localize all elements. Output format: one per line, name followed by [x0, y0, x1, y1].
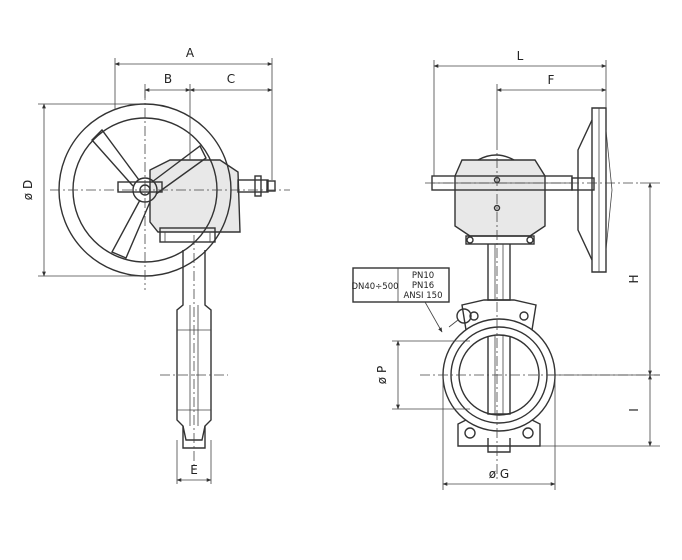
dimension-i: I: [540, 374, 660, 447]
dimension-p: ø P: [375, 340, 470, 410]
dimension-f: F: [496, 73, 607, 140]
dimension-c-label: C: [227, 72, 235, 86]
dimension-g-label: ø G: [489, 467, 509, 481]
dimension-h-label: H: [627, 274, 641, 283]
rating-note-table: DN40÷500 PN10 PN16 ANSI 150: [351, 267, 472, 333]
dimension-d: ø D: [21, 103, 145, 277]
rating-pn16: PN16: [412, 281, 434, 291]
rating-ansi150: ANSI 150: [403, 291, 442, 301]
dimension-e-label: E: [190, 463, 198, 477]
dimension-e: E: [176, 440, 212, 484]
dimension-b: B: [144, 72, 191, 160]
dimension-b-label: B: [164, 72, 172, 86]
right-view-valve-body: [442, 244, 556, 453]
left-view-valve-body: [160, 235, 228, 470]
dimension-h: H: [548, 182, 660, 376]
right-view-handwheel: [577, 107, 613, 273]
size-range-text: DN40÷500: [351, 282, 398, 292]
dimension-f-label: F: [548, 73, 555, 87]
dimension-g: ø G: [442, 375, 556, 490]
rating-pn10: PN10: [412, 271, 434, 281]
dimension-l-label: L: [517, 49, 524, 63]
dimension-c: C: [189, 72, 273, 92]
dimension-i-label: I: [627, 408, 641, 412]
right-view-gearbox: [431, 154, 595, 245]
dimension-l: L: [433, 49, 607, 176]
dimension-a-label: A: [186, 46, 195, 60]
dimension-p-label: ø P: [375, 366, 389, 384]
dimension-d-label: ø D: [21, 180, 35, 200]
dimension-a: A: [114, 46, 273, 180]
